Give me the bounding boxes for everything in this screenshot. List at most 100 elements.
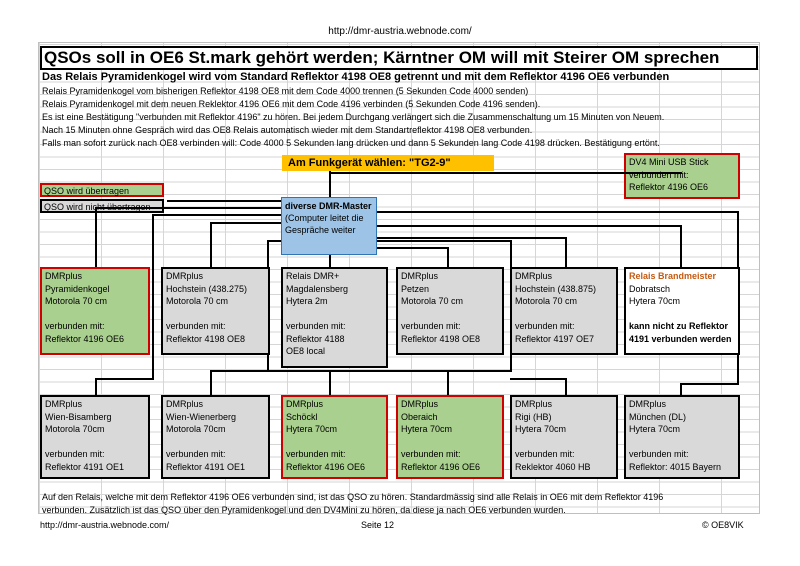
- instruction-line-3: Es ist eine Bestätigung "verbunden mit R…: [42, 112, 665, 122]
- relay-line: verbunden mit:: [629, 449, 689, 459]
- master-text-1: (Computer leitet die: [285, 213, 364, 223]
- wire-to-petzen: [447, 247, 449, 267]
- wire-master-right-upper: [377, 211, 739, 213]
- wire-rigi-h: [510, 378, 567, 380]
- relay-gap: [401, 308, 499, 321]
- wire-master-right-mid: [377, 225, 680, 227]
- relay-line: Motorola 70cm: [166, 424, 226, 434]
- wire-to-rigi: [565, 378, 567, 395]
- relay-gap: [286, 436, 383, 449]
- page-title: QSOs soll in OE6 St.mark gehört werden; …: [40, 46, 758, 70]
- wire-to-magdalensberg: [329, 255, 331, 267]
- instruction-line-2: Relais Pyramidenkogel mit dem neuen Rekl…: [42, 99, 541, 109]
- relay-line: Dobratsch: [629, 283, 671, 294]
- relay-line: Reflektor 4196 OE6: [401, 461, 481, 472]
- page-subtitle: Das Relais Pyramidenkogel wird vom Stand…: [42, 71, 670, 83]
- relay-line: kann nicht zu Reflektor: [629, 321, 729, 331]
- wire-master-dv4: [330, 172, 682, 174]
- relay-gap: [45, 436, 145, 449]
- relay-line: Reflektor 4197 OE7: [515, 333, 595, 344]
- footer-copyright: © OE8VIK: [702, 520, 744, 530]
- relay-line: Rigi (HB): [515, 411, 552, 422]
- relay-box-dobratsch: Relais Brandmeister Dobratsch Hytera 70c…: [624, 267, 740, 355]
- wire-master-left-mid: [152, 214, 281, 216]
- relay-line: verbunden mit:: [286, 449, 346, 459]
- relay-line: Magdalensberg: [286, 283, 349, 294]
- relay-gap: [286, 308, 383, 321]
- relay-gap: [166, 308, 265, 321]
- instruction-line-1: Relais Pyramidenkogel vom bisherigen Ref…: [42, 86, 529, 96]
- master-title: diverse DMR-Master: [285, 201, 372, 211]
- relay-box-hochstein-875: DMRplus Hochstein (438.875) Motorola 70 …: [510, 267, 618, 355]
- wire-muenchen-h: [680, 383, 739, 385]
- relay-gap: [45, 308, 145, 321]
- wire-master-right-stub: [377, 240, 512, 242]
- relay-box-muenchen: DMRplus München (DL) Hytera 70cm verbund…: [624, 395, 740, 479]
- relay-line: DMRplus: [401, 399, 439, 409]
- relay-line: Schöckl: [286, 411, 318, 422]
- wire-master-down-stub: [267, 240, 281, 242]
- footer-url: http://dmr-austria.webnode.com/: [40, 520, 170, 530]
- wire-wienerberg-h: [210, 370, 269, 372]
- dv4-line-3: Reflektor 4196 OE6: [629, 182, 709, 192]
- relay-line: Reflektor 4196 OE6: [45, 333, 125, 344]
- relay-line: Hochstein (438.275): [166, 283, 248, 294]
- wire-to-schoeckl: [329, 370, 331, 395]
- wire-master-right-bottom: [377, 247, 449, 249]
- relay-gap: [629, 308, 735, 321]
- relay-line: Reflektor 4198 OE8: [166, 333, 246, 344]
- dv4-line-1: DV4 Mini USB Stick: [629, 157, 709, 167]
- wire-to-pyramidenkogel: [95, 207, 97, 267]
- instruction-line-5: Falls man sofort zurück nach OE8 verbind…: [42, 138, 660, 148]
- relay-line: Hytera 70cm: [286, 424, 338, 434]
- relay-line: verbunden mit:: [45, 449, 105, 459]
- wire-to-hochstein-875: [565, 237, 567, 267]
- relay-line: DMRplus: [401, 271, 439, 281]
- relay-gap: [166, 436, 265, 449]
- relay-gap: [515, 308, 613, 321]
- relay-box-schoeckl: DMRplus Schöckl Hytera 70cm verbunden mi…: [281, 395, 388, 479]
- summary-line-2: verbunden. Zusätzlich ist das QSO über d…: [42, 505, 566, 515]
- relay-line: Reflektor: 4015 Bayern: [629, 461, 722, 472]
- relay-line: DMRplus: [166, 399, 204, 409]
- relay-line: Reflektor 4191 OE1: [45, 461, 125, 472]
- relay-line: Reflektor 4198 OE8: [401, 333, 481, 344]
- wire-to-oberaich: [447, 370, 449, 395]
- legend-not-transmitted: QSO wird nicht übertragen: [40, 199, 164, 213]
- relay-box-hochstein-275: DMRplus Hochstein (438.275) Motorola 70 …: [161, 267, 270, 355]
- relay-line: München (DL): [629, 411, 687, 422]
- relay-line: verbunden mit:: [515, 321, 575, 331]
- wire-master-right-low: [377, 237, 567, 239]
- relay-line: Hytera 70cm: [629, 424, 681, 434]
- relay-line: Hochstein (438.875): [515, 283, 597, 294]
- dv4-line-2: verbunden mit:: [629, 169, 689, 180]
- relay-line: Reflektor 4188: [286, 333, 345, 344]
- relay-line: verbunden mit:: [401, 321, 461, 331]
- relay-line: DMRplus: [45, 271, 83, 281]
- relay-line: Motorola 70cm: [45, 424, 105, 434]
- master-text-2: Gespräche weiter: [285, 225, 356, 235]
- relay-line: Wien-Bisamberg: [45, 411, 112, 422]
- relay-line: Reflektor 4191 OE1: [166, 461, 246, 472]
- relay-line: Hytera 70cm: [515, 424, 567, 434]
- wire-to-hochstein-275: [210, 222, 212, 267]
- wire-talkgroup-master: [329, 171, 331, 197]
- wire-left-down: [152, 214, 154, 380]
- dv4-mini-box: DV4 Mini USB Stick verbunden mit: Reflek…: [624, 153, 740, 199]
- header-url: http://dmr-austria.webnode.com/: [328, 26, 472, 37]
- relay-line: Petzen: [401, 283, 430, 294]
- relay-line: Hytera 2m: [286, 296, 328, 306]
- relay-line: Motorola 70 cm: [45, 296, 108, 306]
- relay-box-rigi: DMRplus Rigi (HB) Hytera 70cm verbunden …: [510, 395, 618, 479]
- wire-legend-master: [167, 200, 281, 202]
- wire-to-muenchen: [680, 383, 682, 395]
- instruction-line-4: Nach 15 Minuten ohne Gespräch wird das O…: [42, 125, 533, 135]
- relay-line: Pyramidenkogel: [45, 283, 110, 294]
- relay-line: DMRplus: [515, 399, 553, 409]
- relay-line: verbunden mit:: [166, 449, 226, 459]
- relay-line: Wien-Wienerberg: [166, 411, 237, 422]
- wire-bisamberg-h: [95, 378, 154, 380]
- relay-line: Motorola 70 cm: [401, 296, 464, 306]
- relay-line: DMRplus: [515, 271, 553, 281]
- relay-line: verbunden mit:: [515, 449, 575, 459]
